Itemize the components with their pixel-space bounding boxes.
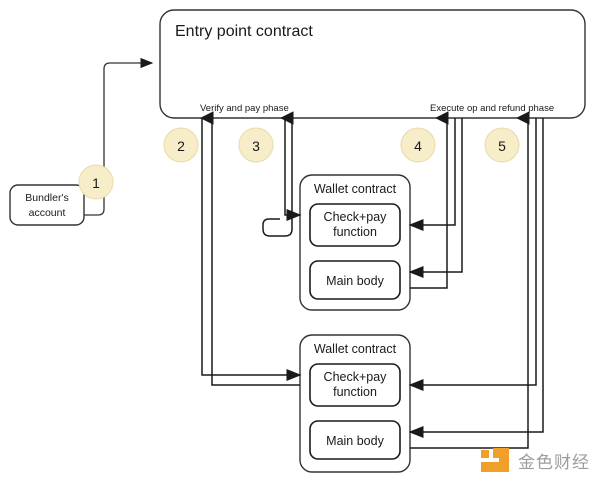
watermark-text: 金色财经	[518, 453, 590, 473]
flow-step-2	[200, 111, 302, 386]
main-body-2-box	[309, 420, 401, 460]
step-badge-2: 2	[163, 127, 199, 163]
phase-label-verify-pay: Verify and pay phase	[200, 103, 289, 114]
step-badge-4-label: 4	[414, 138, 422, 154]
bundlers-account: Bundler's account	[9, 184, 85, 226]
step-badge-5: 5	[484, 127, 520, 163]
step-badge-3-label: 3	[252, 138, 260, 154]
check-pay-function-2-label-line2: function	[333, 385, 377, 399]
wallet-contract-2-title: Wallet contract	[314, 342, 397, 356]
main-body-1-label: Main body	[326, 274, 384, 288]
connector-bundler-to-entrypoint	[84, 57, 154, 216]
flow-step-3	[262, 111, 302, 237]
step-badge-5-circle	[484, 127, 520, 163]
flow-step-4-return-mainbody	[410, 111, 449, 289]
phase-label-execute-refund: Execute op and refund phase	[430, 103, 554, 114]
entry-point-title: Entry point contract	[175, 23, 313, 40]
flow-step-5-call-mainbody	[408, 118, 544, 438]
flow-step-3-return-tail	[262, 218, 280, 229]
flow-step-4	[408, 111, 463, 289]
step-badge-1-circle	[78, 164, 114, 200]
check-pay-function-1-label-line2: function	[333, 225, 377, 239]
entry-point-contract-box	[159, 9, 586, 119]
flow-step-2-return	[200, 111, 300, 386]
check-pay-function-2-label-line1: Check+pay	[324, 370, 388, 384]
flow-step-5-return-mainbody	[410, 111, 530, 449]
bundlers-account-label-line2: account	[29, 207, 66, 219]
flow-step-3-call	[284, 118, 302, 221]
entry-point-contract: Entry point contract Verify and pay phas…	[159, 9, 586, 119]
step-badge-4-circle	[400, 127, 436, 163]
wallet-contract-1-title: Wallet contract	[314, 182, 397, 196]
bundlers-account-box	[9, 184, 85, 226]
step-badge-1: 1	[78, 164, 114, 200]
check-pay-function-1-label-line1: Check+pay	[324, 210, 388, 224]
wallet-contract-2-box	[299, 334, 411, 473]
flow-step-4-call-mainbody	[408, 118, 463, 278]
step-badge-2-circle	[163, 127, 199, 163]
step-badge-2-label: 2	[177, 138, 185, 154]
wallet-contract-1-box	[299, 174, 411, 311]
flow-step-4-refund-checkpay	[408, 118, 456, 231]
flow-step-5-refund-checkpay	[408, 118, 537, 391]
step-badge-4: 4	[400, 127, 436, 163]
flow-step-2-call	[201, 118, 302, 381]
wallet-contract-1: Wallet contract Check+pay function Main …	[299, 174, 411, 311]
check-pay-function-2-box	[309, 363, 401, 407]
check-pay-function-1-box	[309, 203, 401, 247]
flow-step-5	[408, 111, 544, 449]
main-body-1-box	[309, 260, 401, 300]
wallet-contract-2: Wallet contract Check+pay function Main …	[299, 334, 411, 473]
step-badge-5-label: 5	[498, 138, 506, 154]
step-badge-1-label: 1	[92, 175, 100, 191]
step-badge-3: 3	[238, 127, 274, 163]
watermark: 金色财经	[481, 448, 590, 473]
flow-step-3-return	[262, 111, 294, 237]
main-body-2-label: Main body	[326, 434, 384, 448]
bundlers-account-label-line1: Bundler's	[25, 192, 68, 204]
step-badge-3-circle	[238, 127, 274, 163]
watermark-logo-icon	[481, 448, 509, 472]
